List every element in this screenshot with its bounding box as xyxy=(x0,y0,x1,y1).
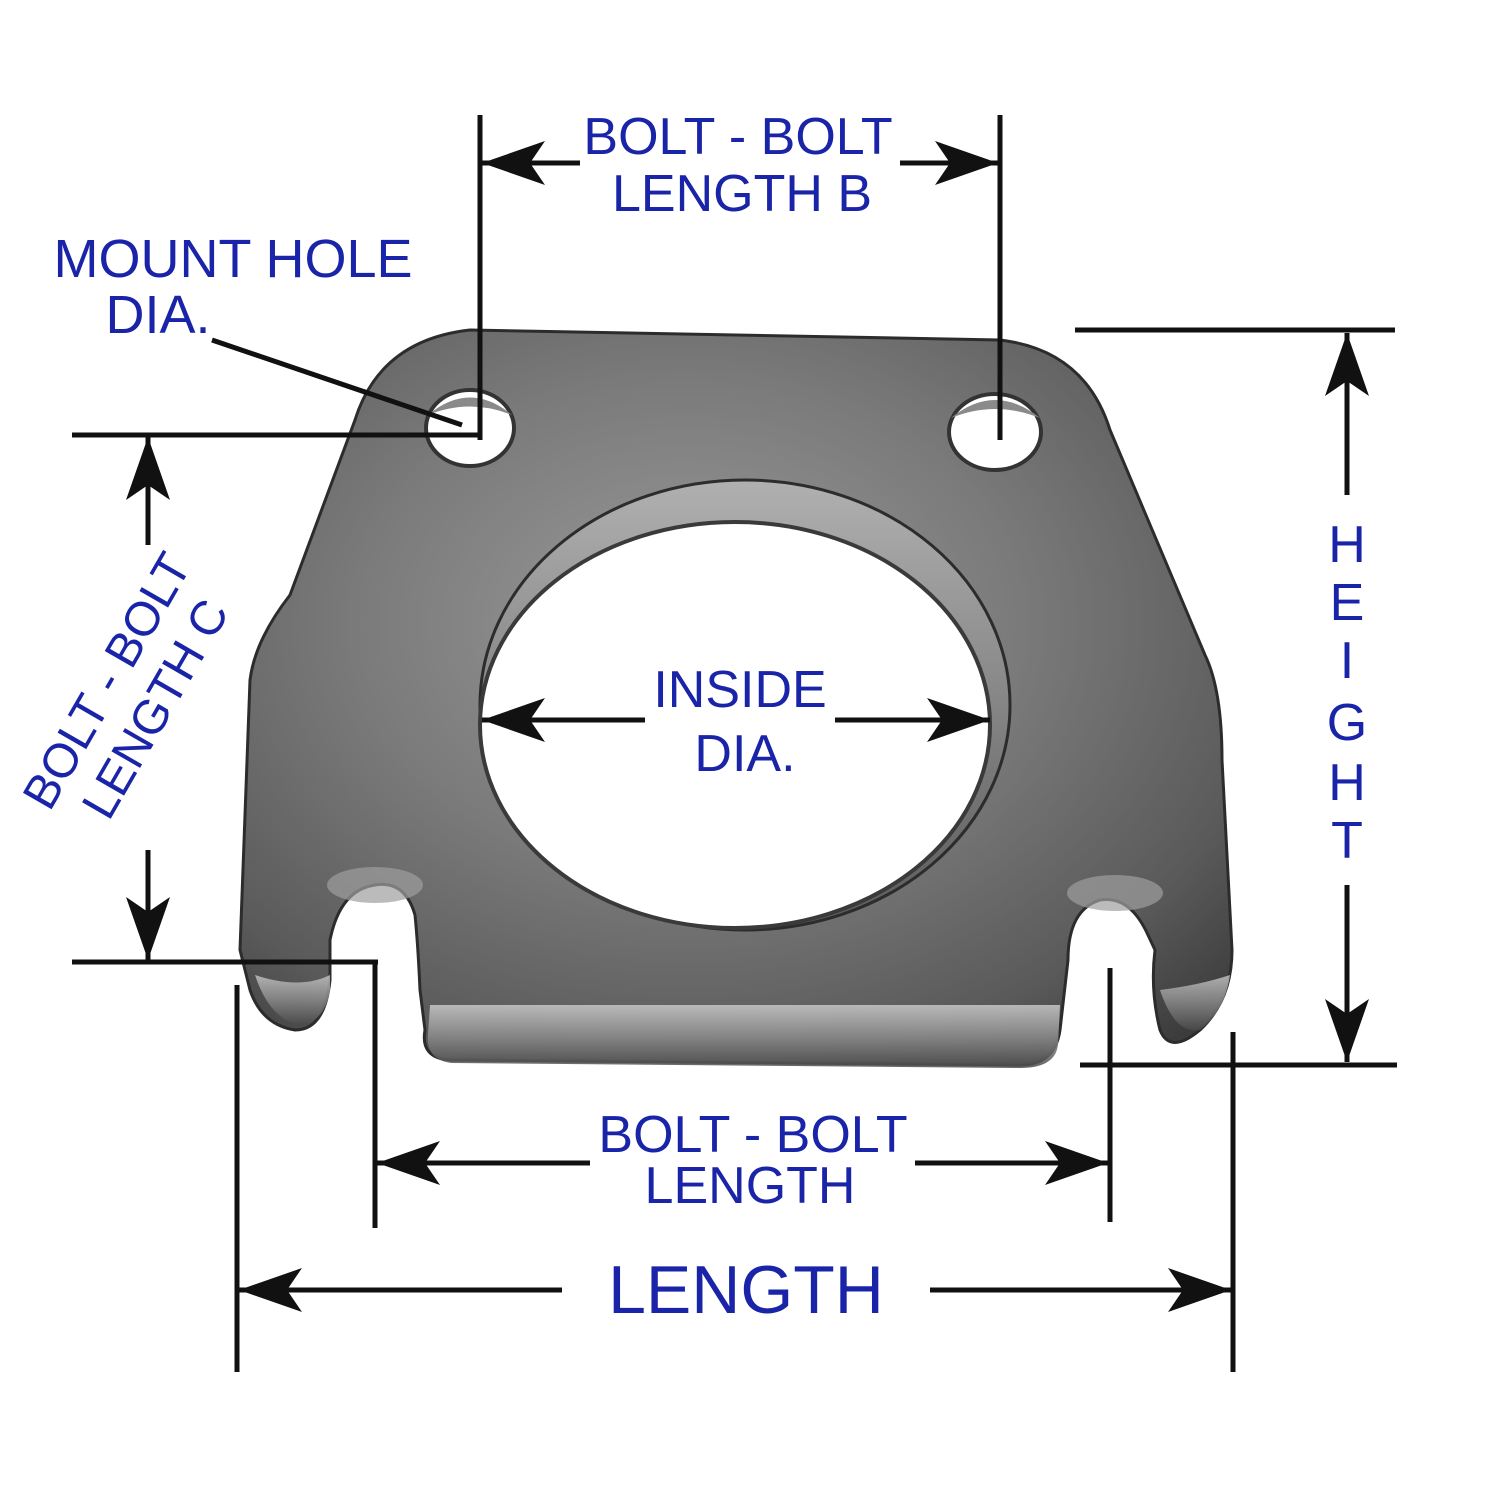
height-bottom-arrow xyxy=(1325,999,1369,1062)
height-label: H E I G H T xyxy=(1327,516,1367,870)
height-letter-5: H xyxy=(1328,754,1366,812)
plate-left-tab-lip xyxy=(255,975,330,1025)
inside-dia-right-arrow xyxy=(927,698,990,742)
inside-dia-label-line1: INSIDE xyxy=(653,661,826,719)
bolt-bolt-label-line1: BOLT - BOLT xyxy=(598,1106,907,1164)
mount-hole-label-line2: DIA. xyxy=(105,285,210,345)
height-letter-4: G xyxy=(1327,694,1367,752)
left-notch-shadow xyxy=(327,867,423,903)
left-mount-hole xyxy=(424,388,516,468)
length-left-arrow xyxy=(239,1268,302,1312)
bolt-bolt-b-label-line2: LENGTH B xyxy=(612,165,872,223)
bolt-c-bottom-arrow xyxy=(126,897,170,960)
height-letter-2: E xyxy=(1330,574,1365,632)
mount-hole-leader xyxy=(211,337,463,428)
height-letter-6: T xyxy=(1331,812,1363,870)
bolt-b-left-arrow xyxy=(482,141,545,185)
bolt-c-top-arrow xyxy=(126,437,170,500)
bolt-bolt-label-line2: LENGTH xyxy=(645,1157,856,1215)
inside-dia-left-arrow xyxy=(482,698,545,742)
height-top-arrow xyxy=(1325,333,1369,396)
right-mount-hole xyxy=(947,392,1043,472)
right-mount-hole-wall xyxy=(951,400,1040,418)
bolt-length-right-arrow xyxy=(1045,1141,1108,1185)
plate-bottom-lip xyxy=(427,1005,1060,1068)
length-label: LENGTH xyxy=(608,1252,884,1328)
plate-right-tab-lip xyxy=(1160,975,1230,1031)
flange-plate xyxy=(238,328,1234,1068)
right-notch-shadow xyxy=(1067,875,1163,911)
height-letter-1: H xyxy=(1328,516,1366,574)
inside-dia-label-line2: DIA. xyxy=(694,725,795,783)
bolt-bolt-c-label: BOLT - BOLT LENGTH C xyxy=(13,544,239,827)
bolt-b-right-arrow xyxy=(935,141,998,185)
bolt-length-left-arrow xyxy=(377,1141,440,1185)
bolt-bolt-b-label-line1: BOLT - BOLT xyxy=(583,108,892,166)
mount-hole-label-line1: MOUNT HOLE xyxy=(53,229,412,289)
left-mount-hole-wall xyxy=(428,397,512,415)
length-right-arrow xyxy=(1168,1268,1231,1312)
height-letter-3: I xyxy=(1340,632,1354,690)
dimension-lines xyxy=(72,115,1397,1372)
center-bore xyxy=(478,520,992,930)
